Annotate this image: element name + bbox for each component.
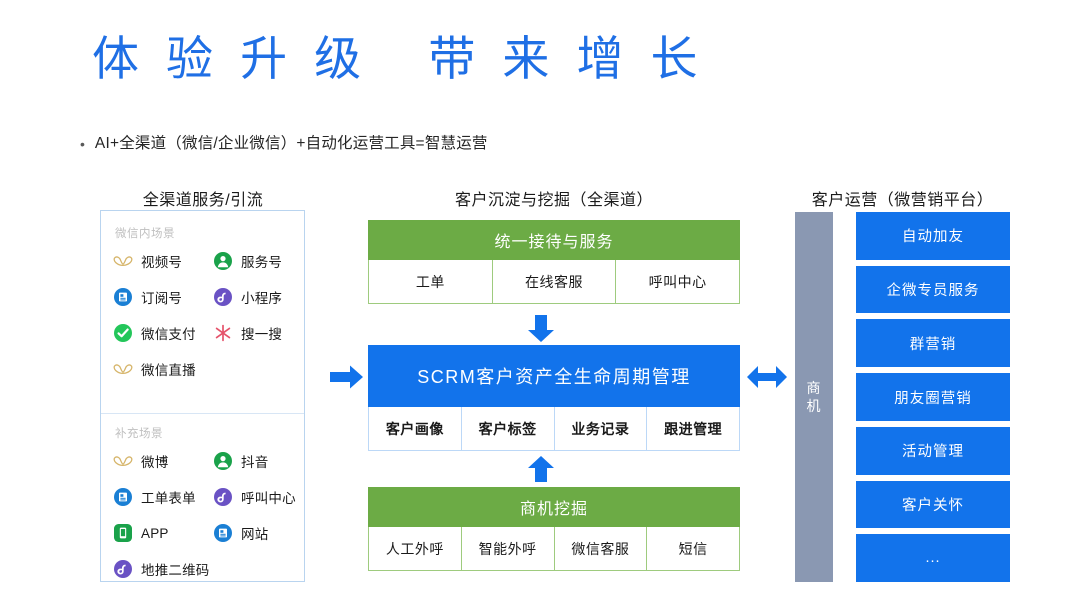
channel-item-souyisou[interactable]: 搜一搜 — [213, 320, 313, 346]
channel-item-label: 小程序 — [241, 291, 283, 306]
bullet-text: AI+全渠道（微信/企业微信）+自动化运营工具=智慧运营 — [94, 135, 488, 152]
weibo-icon — [113, 456, 133, 467]
channel-item-douyin[interactable]: 抖音 — [213, 448, 313, 474]
website-icon — [214, 524, 232, 542]
operations-item-moments-marketing[interactable]: 朋友圈营销 — [856, 373, 1010, 421]
scrm-box: SCRM客户资产全生命周期管理 客户画像 客户标签 业务记录 跟进管理 — [368, 345, 740, 451]
qr-code-icon — [114, 560, 132, 578]
opportunity-cells: 人工外呼 智能外呼 微信客服 短信 — [368, 527, 740, 571]
channel-item-wangzhan[interactable]: 网站 — [213, 520, 313, 546]
channel-item-label: 订阅号 — [141, 291, 183, 306]
scrm-cell[interactable]: 客户标签 — [460, 407, 554, 450]
scene-group-title: 补充场景 — [115, 428, 163, 440]
reception-cell[interactable]: 呼叫中心 — [615, 260, 739, 303]
service-account-icon — [214, 252, 232, 270]
operations-item-customer-care[interactable]: 客户关怀 — [856, 480, 1010, 529]
scene-grid: 视频号 服务号 订阅号 — [101, 248, 304, 382]
channel-item-label: 微信支付 — [141, 327, 196, 342]
opportunity-cell[interactable]: 微信客服 — [553, 527, 647, 570]
arrow-left-right-icon — [747, 366, 787, 388]
channel-item-label: 工单表单 — [141, 491, 196, 506]
channel-item-dingyuehao[interactable]: 订阅号 — [113, 284, 213, 310]
channel-item-gongdanbiaodan[interactable]: 工单表单 — [113, 484, 213, 510]
app-phone-icon — [114, 524, 132, 542]
channel-item-weixinzhifu[interactable]: 微信支付 — [113, 320, 213, 346]
channel-item-label: 视频号 — [141, 255, 183, 270]
subscription-account-icon — [114, 288, 132, 306]
channel-item-shipinhao[interactable]: 视频号 — [113, 248, 213, 274]
channel-item-label: 微信直播 — [141, 363, 196, 378]
scrm-cell[interactable]: 跟进管理 — [646, 407, 739, 450]
panel-divider — [101, 413, 304, 414]
channel-item-label: 微博 — [141, 455, 169, 470]
channel-item-label: 服务号 — [241, 255, 283, 270]
channel-item-label: 网站 — [241, 527, 269, 542]
arrow-right-icon — [330, 365, 363, 389]
opportunity-band-label: 商机挖掘 — [368, 487, 740, 527]
channel-item-weixinzhibo[interactable]: 微信直播 — [113, 356, 213, 382]
search-star-icon — [215, 324, 231, 342]
column-header-right: 客户运营（微营销平台） — [811, 192, 994, 209]
page-title: 体 验 升 级 带 来 增 长 — [92, 32, 705, 85]
column-header-channels: 全渠道服务/引流 — [142, 192, 264, 209]
reception-cell[interactable]: 工单 — [415, 273, 445, 290]
reception-band-label: 统一接待与服务 — [368, 220, 740, 260]
wechat-live-icon — [113, 364, 133, 375]
channel-item-hujiaozhongxin[interactable]: 呼叫中心 — [213, 484, 313, 510]
opportunity-cell[interactable]: 智能外呼 — [460, 527, 554, 570]
scrm-cell[interactable]: 业务记录 — [553, 407, 647, 450]
douyin-icon — [214, 452, 232, 470]
scene-grid-spacer — [213, 556, 313, 582]
channel-item-label: 地推二维码 — [141, 563, 210, 578]
channel-item-label: APP — [141, 525, 169, 541]
channel-panel: 微信内场景 视频号 服务号 — [100, 210, 305, 582]
channel-item-ditui-qrcode[interactable]: 地推二维码 — [113, 556, 213, 582]
scrm-cells: 客户画像 客户标签 业务记录 跟进管理 — [368, 407, 740, 451]
opportunity-bar-label: 商机 — [806, 380, 822, 414]
operations-item-group-marketing[interactable]: 群营销 — [856, 319, 1010, 368]
arrow-up-icon — [528, 456, 554, 482]
scrm-cell[interactable]: 客户画像 — [385, 420, 444, 437]
call-center-icon — [214, 488, 232, 506]
channel-item-app[interactable]: APP — [113, 520, 213, 546]
column-header-middle: 客户沉淀与挖掘（全渠道） — [454, 192, 653, 209]
scene-group-wechat: 微信内场景 视频号 服务号 — [101, 225, 304, 382]
channel-item-label: 呼叫中心 — [241, 491, 296, 506]
channel-item-label: 抖音 — [241, 455, 269, 470]
opportunity-box: 商机挖掘 人工外呼 智能外呼 微信客服 短信 — [368, 487, 740, 571]
bullet-row: • AI+全渠道（微信/企业微信）+自动化运营工具=智慧运营 — [80, 134, 488, 154]
operations-item-auto-add-friend[interactable]: 自动加友 — [856, 212, 1010, 260]
scrm-band-label: SCRM客户资产全生命周期管理 — [368, 345, 740, 407]
scene-grid-spacer — [213, 356, 313, 382]
operations-list: 自动加友 企微专员服务 群营销 朋友圈营销 活动管理 客户关怀 ... — [856, 212, 1010, 583]
reception-cell[interactable]: 在线客服 — [491, 260, 616, 303]
mini-program-icon — [214, 288, 232, 306]
opportunity-vertical-bar: 商机 — [795, 212, 833, 582]
ticket-form-icon — [114, 488, 132, 506]
channel-item-xiaochengxu[interactable]: 小程序 — [213, 284, 313, 310]
channel-item-weibo[interactable]: 微博 — [113, 448, 213, 474]
wechat-channels-icon — [113, 256, 133, 267]
channel-item-fuwuhao[interactable]: 服务号 — [213, 248, 313, 274]
scene-grid: 微博 抖音 工单表单 — [101, 448, 304, 582]
operations-item-campaign-management[interactable]: 活动管理 — [856, 426, 1010, 475]
operations-item-qiwei-service[interactable]: 企微专员服务 — [856, 265, 1010, 314]
channel-item-label: 搜一搜 — [241, 327, 283, 342]
opportunity-cell[interactable]: 人工外呼 — [385, 540, 444, 557]
bullet-marker: • — [80, 136, 85, 152]
wechat-pay-icon — [114, 324, 132, 342]
reception-cells: 工单 在线客服 呼叫中心 — [368, 260, 740, 304]
operations-item-more[interactable]: ... — [856, 534, 1010, 583]
arrow-down-icon — [528, 315, 554, 342]
opportunity-cell[interactable]: 短信 — [646, 527, 739, 570]
scene-group-title: 微信内场景 — [115, 228, 175, 240]
scene-group-supplement: 补充场景 微博 抖音 — [101, 425, 304, 582]
reception-box: 统一接待与服务 工单 在线客服 呼叫中心 — [368, 220, 740, 304]
